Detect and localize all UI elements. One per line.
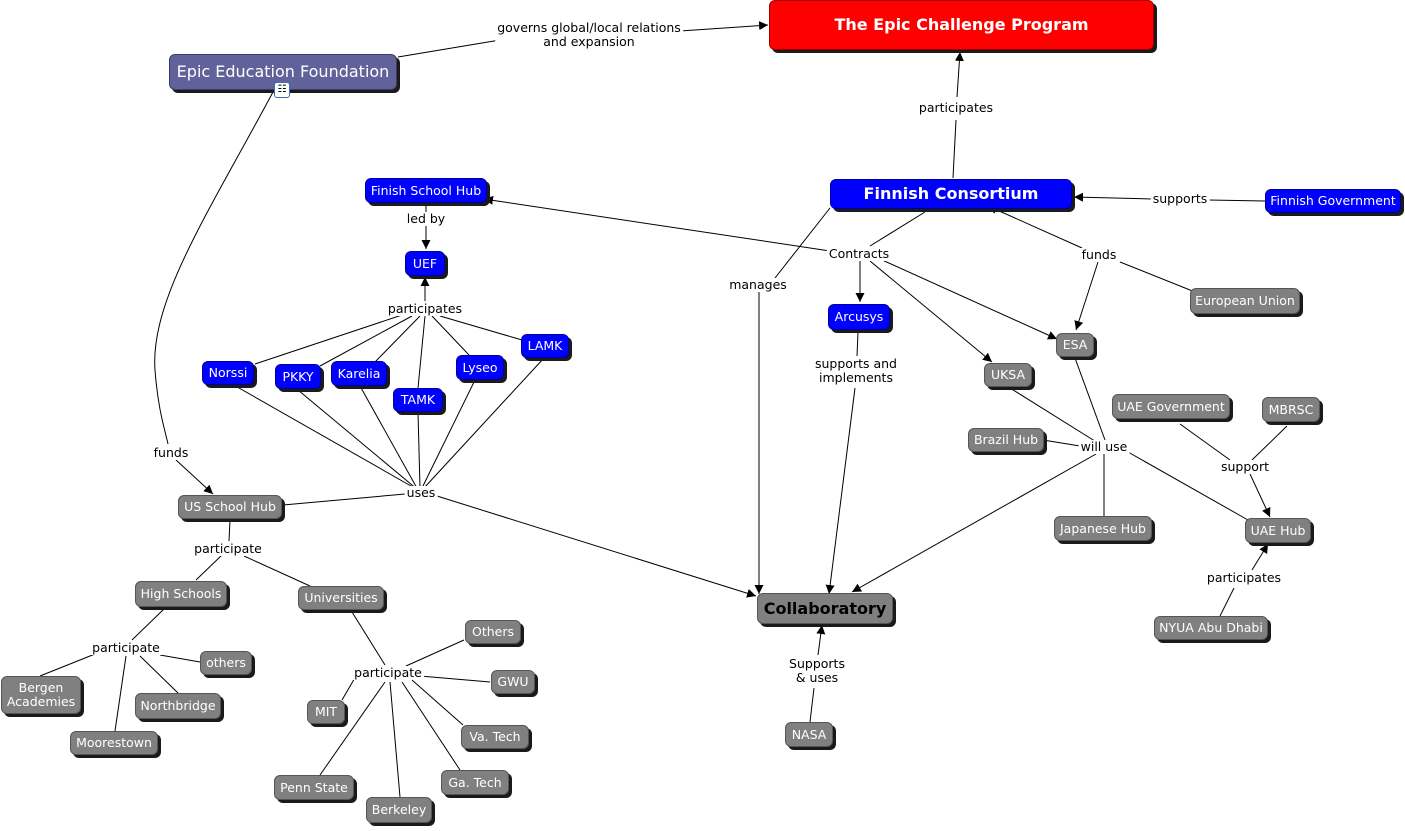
label-supports-uses: Supports & uses: [787, 656, 847, 685]
link-participates-challenge: [954, 51, 964, 98]
label-will-use: will use: [1078, 439, 1130, 454]
node-esa[interactable]: ESA: [1056, 333, 1094, 357]
node-epic-foundation[interactable]: Epic Education Foundation: [169, 54, 397, 90]
label-led-by: led by: [404, 211, 448, 226]
link-supports-consortium: [1073, 192, 1153, 202]
link-nasa-collab: [816, 624, 826, 656]
node-nyua-abu-dhabi[interactable]: NYUA Abu Dhabi: [1154, 616, 1268, 640]
node-epic-challenge[interactable]: The Epic Challenge Program: [769, 0, 1154, 50]
link-ushub-uses: [282, 493, 406, 506]
node-finnish-consortium[interactable]: Finnish Consortium: [830, 179, 1072, 209]
link-fg-supports: [1207, 199, 1266, 202]
label-participates-consortium: participates: [916, 100, 996, 115]
node-finnish-government[interactable]: Finnish Government: [1265, 189, 1401, 213]
node-uae-hub[interactable]: UAE Hub: [1245, 518, 1311, 543]
hierarchy-icon[interactable]: ☷: [274, 82, 290, 98]
node-collaboratory[interactable]: Collaboratory: [757, 593, 893, 624]
node-karelia[interactable]: Karelia: [331, 361, 387, 386]
link-uses-collab: [436, 495, 757, 598]
link-funds-consortium: [987, 205, 1083, 249]
label-participate-universities: participate: [352, 665, 424, 680]
link-consortium-participates: [952, 119, 957, 179]
label-supports-implements: supports and implements: [813, 356, 899, 385]
node-moorestown[interactable]: Moorestown: [70, 731, 158, 755]
link-contracts-uksa: [869, 260, 993, 363]
link-consortium-manages: [774, 207, 831, 279]
node-others-universities[interactable]: Others: [465, 620, 521, 644]
link-contracts-esa: [879, 258, 1058, 340]
node-nasa[interactable]: NASA: [785, 722, 833, 747]
node-mit[interactable]: MIT: [307, 700, 345, 724]
link-nyua-uaehub: [1251, 543, 1269, 571]
node-northbridge[interactable]: Northbridge: [135, 693, 221, 719]
node-uae-government[interactable]: UAE Government: [1112, 394, 1230, 419]
label-funds-eu: funds: [1079, 247, 1119, 262]
node-tamk[interactable]: TAMK: [393, 388, 443, 412]
link-eu-funds: [1119, 261, 1196, 293]
label-participate-highschools: participate: [90, 640, 162, 655]
node-others-highschools[interactable]: others: [200, 651, 252, 675]
node-pkky[interactable]: PKKY: [275, 364, 321, 389]
node-us-school-hub[interactable]: US School Hub: [178, 495, 282, 519]
link-consortium-contracts: [869, 211, 926, 247]
label-manages: manages: [727, 277, 789, 292]
label-uses: uses: [404, 485, 438, 500]
node-mbrsc[interactable]: MBRSC: [1262, 397, 1320, 422]
label-support-uae: support: [1219, 459, 1271, 474]
link-arcusys-collab: [825, 387, 856, 595]
label-contracts: Contracts: [826, 246, 892, 261]
node-lamk[interactable]: LAMK: [521, 334, 569, 358]
node-brazil-hub[interactable]: Brazil Hub: [968, 428, 1044, 452]
link-willuse-collab: [851, 453, 1097, 593]
label-governs: governs global/local relations and expan…: [495, 20, 683, 49]
label-participates-nyua: participates: [1204, 570, 1284, 585]
node-high-schools[interactable]: High Schools: [135, 581, 227, 607]
link-funds-esa: [1074, 261, 1099, 331]
link-foundation-funds: [154, 91, 274, 445]
node-norssi[interactable]: Norssi: [202, 361, 254, 385]
node-ga-tech[interactable]: Ga. Tech: [441, 770, 509, 795]
link-contracts-hub: [483, 195, 831, 252]
node-berkeley[interactable]: Berkeley: [366, 797, 432, 823]
node-uef[interactable]: UEF: [405, 251, 445, 276]
label-supports-government: supports: [1150, 191, 1210, 206]
label-participate-ushub: participate: [192, 541, 264, 556]
node-va-tech[interactable]: Va. Tech: [461, 725, 529, 749]
node-penn-state[interactable]: Penn State: [274, 775, 354, 800]
link-support-uaehub: [1249, 473, 1271, 518]
node-finish-school-hub[interactable]: Finish School Hub: [365, 178, 487, 203]
label-participates-uef: participates: [385, 301, 465, 316]
label-funds-foundation: funds: [151, 445, 191, 460]
node-lyseo[interactable]: Lyseo: [456, 355, 504, 380]
node-gwu[interactable]: GWU: [491, 670, 535, 694]
node-european-union[interactable]: European Union: [1190, 288, 1300, 314]
node-bergen-academies[interactable]: Bergen Academies: [1, 676, 81, 714]
link-foundation-governs: [397, 39, 501, 58]
node-japanese-hub[interactable]: Japanese Hub: [1054, 516, 1152, 541]
node-universities[interactable]: Universities: [298, 586, 384, 610]
link-funds-ushub: [175, 459, 214, 495]
node-uksa[interactable]: UKSA: [984, 363, 1032, 387]
node-arcusys[interactable]: Arcusys: [828, 304, 890, 330]
link-governs-challenge: [679, 21, 769, 32]
